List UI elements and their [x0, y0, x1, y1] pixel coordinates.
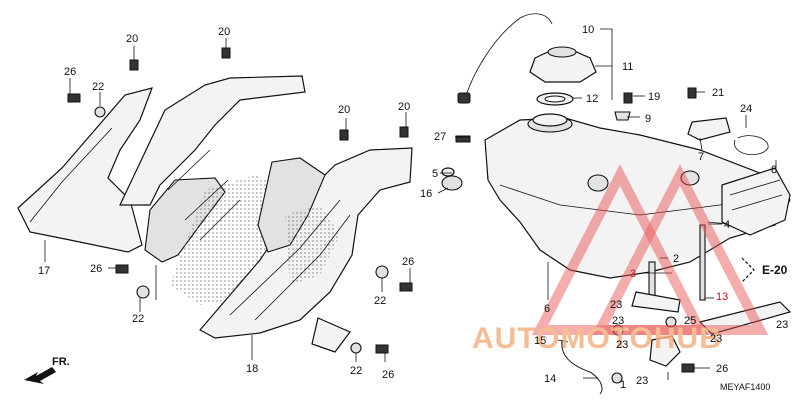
callout-24: 24	[740, 103, 752, 115]
callout-1: 1	[620, 379, 626, 391]
callout-19: 19	[648, 91, 660, 103]
watermark: AUTOMOTOHUB	[472, 164, 769, 355]
right-shroud	[199, 147, 413, 353]
callout-20-d: 20	[398, 101, 410, 113]
callout-22-c: 22	[374, 295, 386, 307]
callout-3: 3	[630, 268, 636, 280]
callout-11: 11	[622, 61, 633, 73]
diagram-code: MEYAF1400	[720, 382, 770, 392]
callout-7: 7	[698, 151, 704, 163]
callout-22-a: 22	[92, 81, 104, 93]
callout-18: 18	[246, 363, 258, 375]
callout-26-d: 26	[382, 369, 394, 381]
fasteners	[67, 47, 792, 395]
callout-21: 21	[712, 87, 724, 99]
callout-20-a: 20	[126, 33, 138, 45]
front-label: FR.	[52, 356, 70, 368]
fuel-tank	[484, 113, 791, 279]
callout-26-c: 26	[402, 256, 414, 268]
callout-17: 17	[38, 265, 50, 277]
fuel-cap-assembly	[457, 13, 597, 106]
callout-16: 16	[420, 188, 432, 200]
callout-26-e: 26	[716, 363, 728, 375]
callout-6: 6	[544, 303, 550, 315]
callout-22-b: 22	[132, 313, 144, 325]
reference-label: E-20	[762, 263, 788, 277]
callout-20-b: 20	[218, 26, 230, 38]
callout-25: 25	[684, 315, 696, 327]
front-arrow: FR.	[24, 356, 70, 384]
callout-23-d: 23	[636, 375, 648, 387]
callout-23-a: 23	[610, 299, 622, 311]
callout-14: 14	[544, 373, 556, 385]
callout-8: 8	[771, 164, 777, 176]
callout-20-c: 20	[338, 104, 350, 116]
callout-9: 9	[645, 113, 651, 125]
reference-arrow: E-20	[741, 257, 788, 283]
callout-10: 10	[582, 24, 594, 36]
callout-4: 4	[724, 219, 730, 231]
callout-26-a: 26	[64, 66, 76, 78]
leader-lines	[44, 28, 777, 380]
callout-12: 12	[586, 93, 598, 105]
callout-5: 5	[432, 168, 438, 180]
callout-2: 2	[673, 253, 679, 265]
callout-23-f: 23	[776, 319, 788, 331]
watermark-text: AUTOMOTOHUB	[472, 322, 722, 355]
callout-22-d: 22	[350, 365, 362, 377]
callout-23-b: 23	[612, 315, 624, 327]
callout-13: 13	[716, 291, 728, 303]
callout-23-e: 23	[710, 333, 722, 345]
callout-15: 15	[534, 335, 546, 347]
callout-27: 27	[434, 131, 446, 143]
callout-23-c: 23	[616, 339, 628, 351]
callout-26-b: 26	[90, 263, 102, 275]
callouts: 1 2 3 4 5 6 7 8 9 10 11 12 13 14 15 16 1…	[38, 24, 788, 391]
